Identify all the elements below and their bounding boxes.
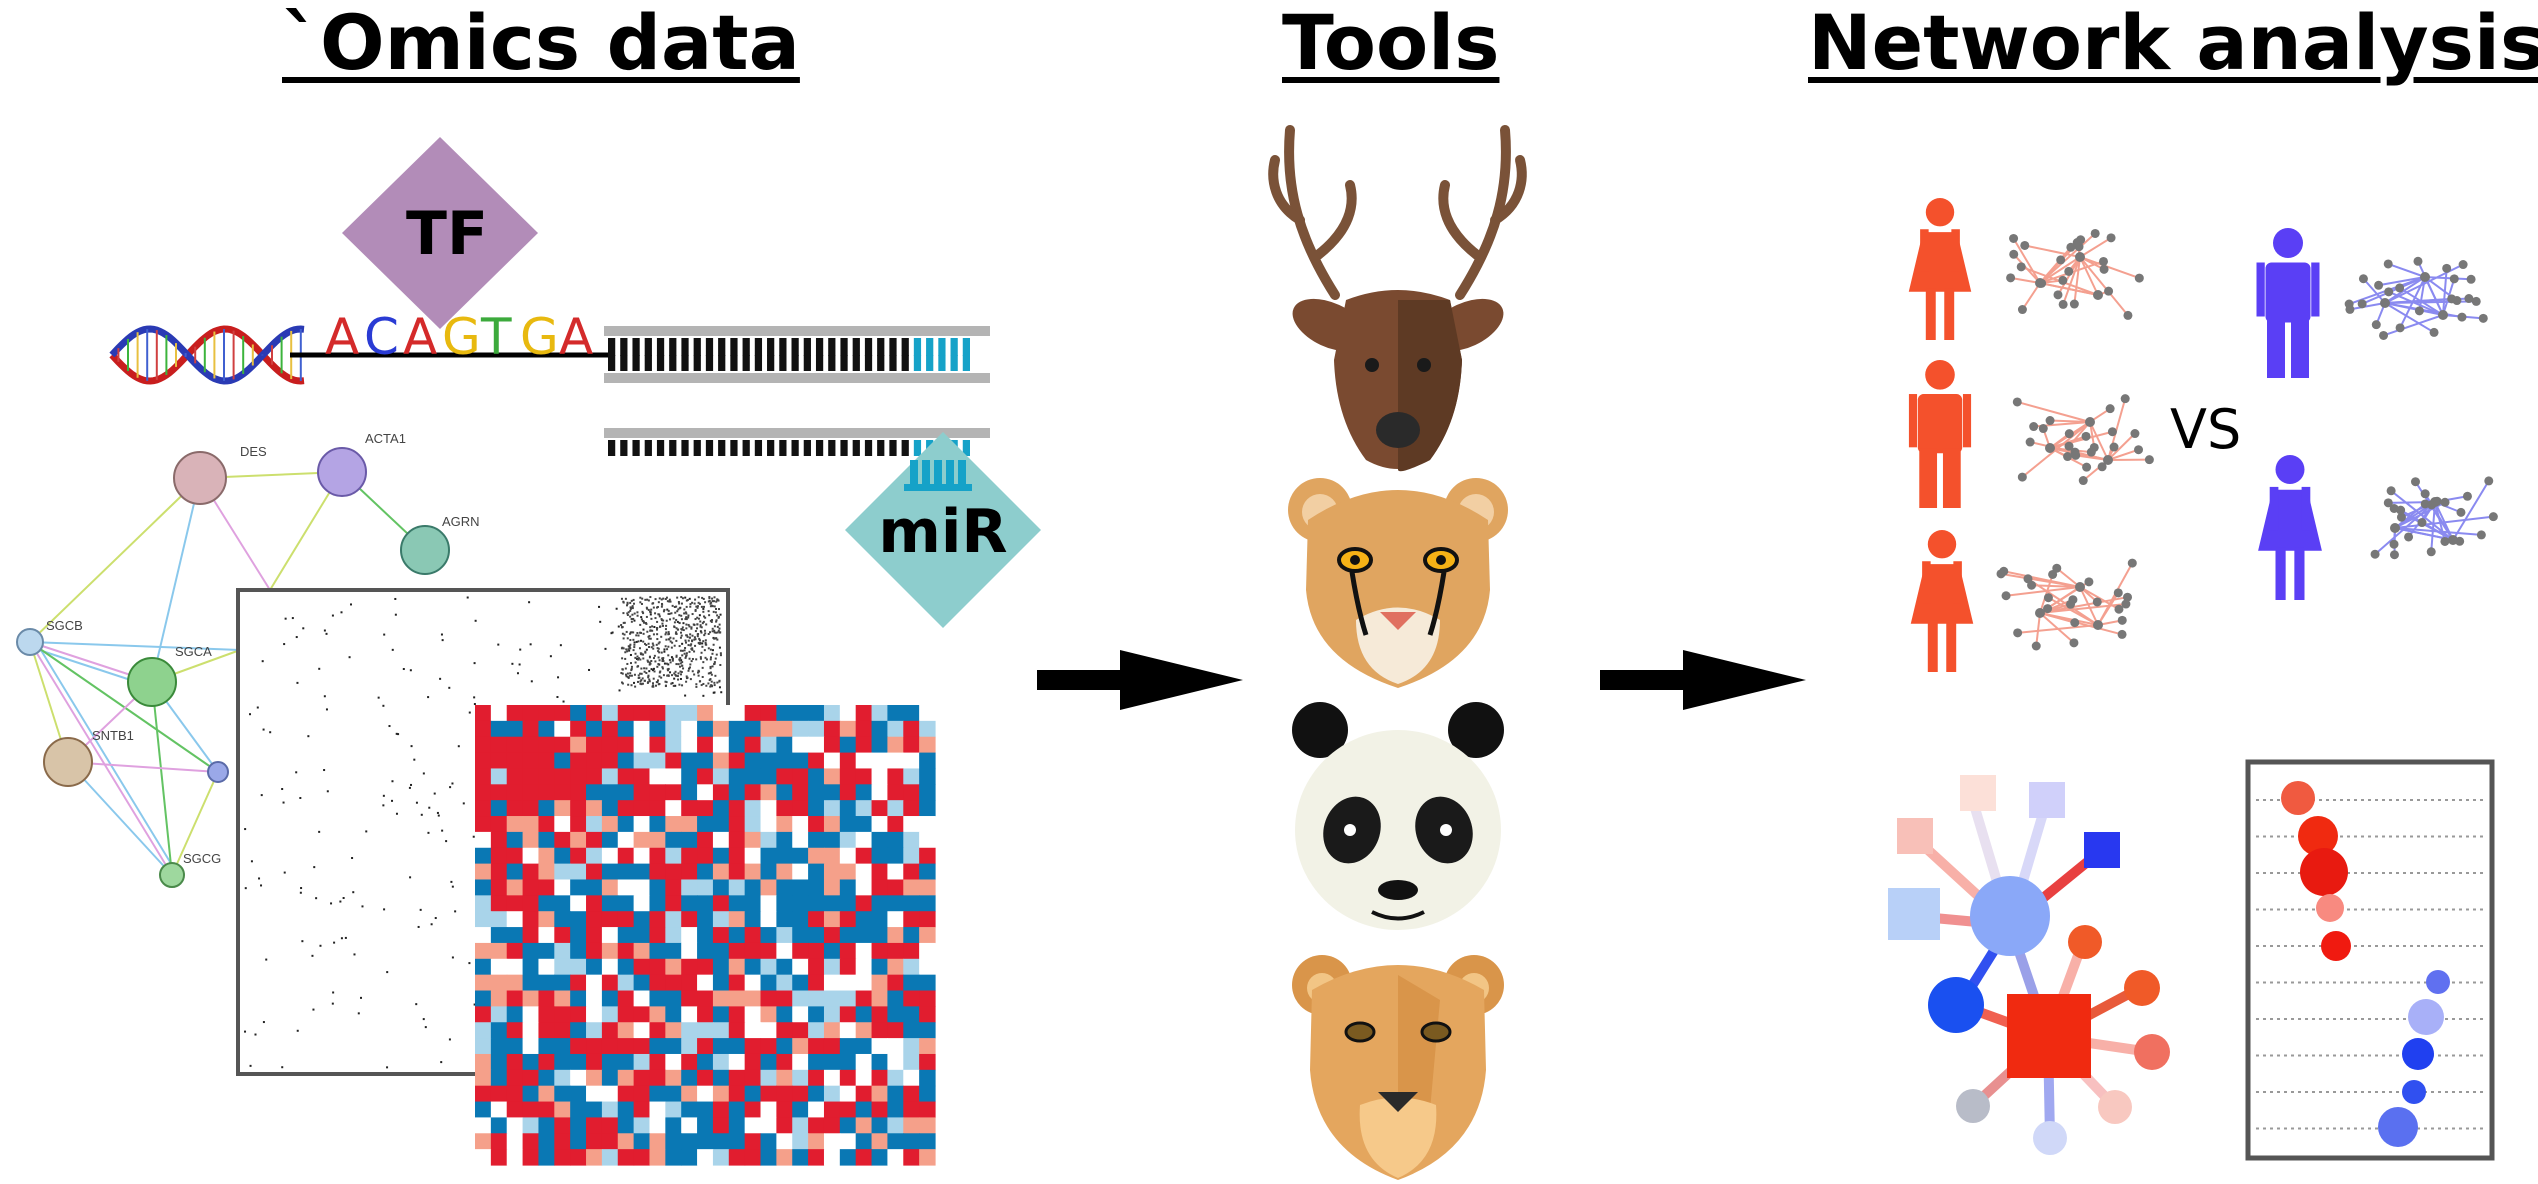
ppi-node-des: DES [173,444,267,505]
ppi-node-sgcg: SGCG [159,851,221,888]
mrna-strands [604,326,990,456]
vs-label: VS [2170,398,2241,461]
mini-network [2006,228,2144,320]
mini-network [2012,394,2154,486]
svg-text:AGRN: AGRN [442,514,480,529]
omics-panel: DES ACTA1 AGRN SGCB SGCA SNTB1 [16,137,1041,1166]
correlation-heatmap [475,705,936,1166]
mir-diamond: miR [845,432,1041,628]
female-person-icon [2258,455,2322,600]
cheetah-icon [1288,478,1508,688]
svg-text:TF: TF [406,199,488,269]
svg-text:SGCG: SGCG [183,851,221,866]
ppi-network: DES ACTA1 AGRN SGCB SGCA SNTB1 [16,431,480,888]
dna-helix-icon [109,325,610,385]
sequence-letter: T [480,308,512,366]
network-analysis-heading: Network analysis [1808,0,2538,87]
svg-text:SNTB1: SNTB1 [92,728,134,743]
tools-panel [1268,125,1527,1180]
svg-text:ACTA1: ACTA1 [365,431,406,446]
ppi-node-agrn: AGRN [400,514,480,575]
network-panel: VS [1888,198,2498,1161]
sequence-letter: A [559,308,593,366]
ppi-node-sgcb: SGCB [16,618,83,656]
svg-text:SGCA: SGCA [175,644,212,659]
ppi-node-sntb1: SNTB1 [43,728,134,787]
sequence-letter: G [520,308,559,366]
female-person-icon [1910,530,1974,672]
male-person-icon [1908,360,1972,508]
male-person-icon [2256,228,2320,378]
dot-plot [2245,759,2495,1161]
mini-network [2344,256,2488,340]
ppi-node-unlabeled [207,761,229,783]
arrow-tools-to-network [1600,650,1806,710]
tools-heading: Tools [1282,0,1500,87]
panda-icon [1292,702,1504,930]
svg-text:miR: miR [878,497,1007,567]
deer-icon [1268,125,1527,472]
lioness-icon [1292,955,1504,1180]
arrow-omics-to-tools [1037,650,1243,710]
tf-diamond: TF [342,137,538,329]
mini-network [1996,558,2137,651]
sequence-letter: A [325,308,359,366]
ppi-node-sgca: SGCA [127,644,212,707]
female-person-icon [1908,198,1972,340]
sequence-letter: C [364,308,399,366]
hub-network [1888,775,2170,1155]
svg-text:DES: DES [240,444,267,459]
omics-data-heading: `Omics data [282,0,800,87]
ppi-node-acta1: ACTA1 [317,431,406,497]
mini-network [2370,476,2498,560]
svg-text:SGCB: SGCB [46,618,83,633]
